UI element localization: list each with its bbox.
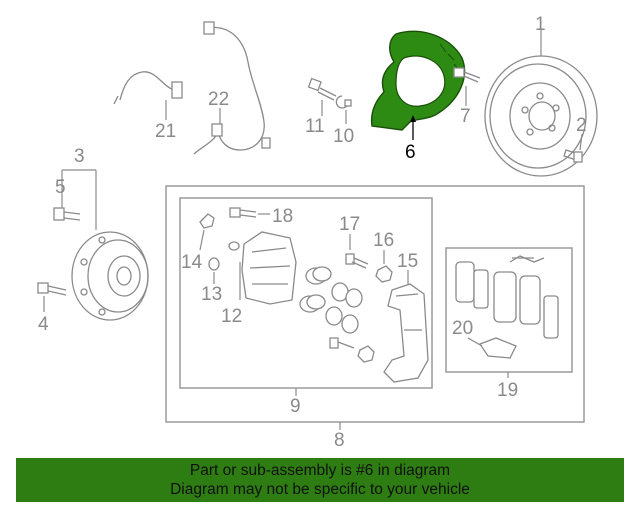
assembly-box-8 bbox=[165, 185, 585, 423]
callout-6: 6 bbox=[405, 142, 416, 163]
callout-8: 8 bbox=[334, 430, 345, 451]
callout-18: 18 bbox=[272, 206, 293, 227]
callout-2: 2 bbox=[576, 115, 587, 136]
callout-10: 10 bbox=[333, 126, 354, 147]
banner-line-2: Diagram may not be specific to your vehi… bbox=[170, 481, 470, 498]
brake-assembly-diagram: 1 2 6 7 10 11 21 bbox=[37, 14, 598, 451]
banner-line-1: Part or sub-assembly is #6 in diagram bbox=[189, 462, 451, 479]
callout-3: 3 bbox=[74, 146, 85, 167]
callout-20: 20 bbox=[452, 318, 473, 339]
part-hub-bolt-5 bbox=[53, 207, 81, 221]
part-bolt-11 bbox=[307, 77, 337, 101]
callout-22: 22 bbox=[208, 89, 229, 110]
part-clip-10 bbox=[335, 95, 352, 109]
callout-15: 15 bbox=[397, 251, 418, 272]
part-sensor-cable-22 bbox=[193, 21, 271, 155]
pad-box-19 bbox=[445, 247, 573, 373]
callout-17: 17 bbox=[339, 214, 360, 235]
part-hub-bearing-3 bbox=[71, 231, 149, 321]
callout-14: 14 bbox=[181, 252, 203, 273]
caliper-box-9 bbox=[179, 197, 433, 389]
callout-21: 21 bbox=[155, 121, 176, 142]
callout-16: 16 bbox=[373, 230, 394, 251]
part-pistons bbox=[299, 266, 363, 334]
part-bleeder-14 bbox=[199, 213, 215, 229]
callout-19: 19 bbox=[497, 380, 518, 401]
info-banner: Part or sub-assembly is #6 in diagram Di… bbox=[16, 458, 624, 502]
part-bolt-7 bbox=[453, 67, 481, 83]
part-cap-13 bbox=[208, 257, 220, 271]
callout-4: 4 bbox=[38, 314, 49, 335]
part-dust-shield-highlighted bbox=[370, 30, 466, 131]
part-brake-pads bbox=[455, 255, 559, 339]
callout-11: 11 bbox=[305, 116, 325, 137]
callout-1: 1 bbox=[535, 14, 546, 35]
callout-12: 12 bbox=[221, 306, 242, 327]
part-guide-bolt-17 bbox=[329, 253, 369, 349]
callout-9: 9 bbox=[290, 396, 301, 417]
part-shim-20 bbox=[479, 337, 517, 359]
part-nut-16 bbox=[357, 265, 393, 363]
callout-13: 13 bbox=[201, 284, 222, 305]
part-rotor bbox=[484, 55, 598, 177]
part-bracket-15 bbox=[383, 283, 429, 383]
part-hub-bolt-4 bbox=[37, 282, 67, 296]
part-screw-2 bbox=[563, 149, 583, 163]
part-caliper-12 bbox=[228, 231, 297, 305]
part-sensor-wire-21 bbox=[113, 71, 183, 105]
callout-7: 7 bbox=[460, 106, 471, 127]
part-bolt-18 bbox=[229, 207, 257, 218]
callout-5: 5 bbox=[55, 177, 66, 198]
